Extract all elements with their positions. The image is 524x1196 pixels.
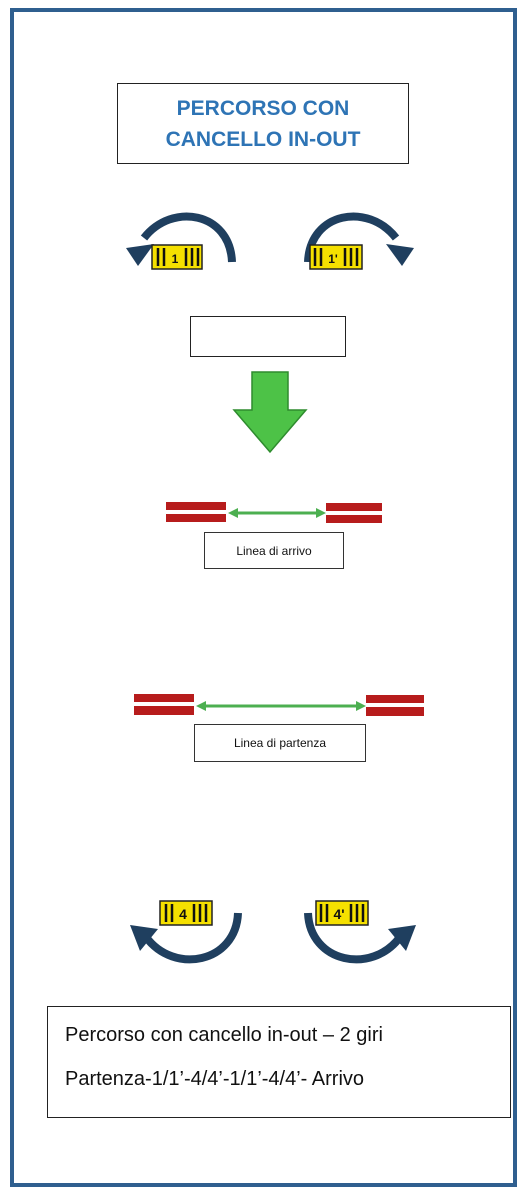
- blank-box: [190, 316, 346, 357]
- arrival-marker-left: [166, 502, 226, 522]
- turn-arrow-head-icon: [386, 244, 414, 266]
- gate-1-prime: 1': [304, 212, 414, 270]
- down-arrow-icon: [232, 371, 308, 454]
- gate-4-prime: 4': [304, 900, 416, 964]
- note-line-1: Percorso con cancello in-out – 2 giri: [65, 1024, 383, 1046]
- start-line: [134, 694, 424, 716]
- note-line-2: Partenza-1/1’-4/4’-1/1’-4/4’- Arrivo: [65, 1068, 365, 1090]
- arrival-line: [166, 502, 382, 523]
- gate-1: 1: [126, 212, 236, 270]
- turn-arrow-head-icon: [388, 925, 416, 951]
- start-line-label: Linea di partenza: [194, 724, 366, 762]
- gate-1-label: 1: [172, 252, 179, 266]
- start-marker-right: [366, 695, 424, 716]
- turn-arrow-head-icon: [130, 925, 158, 951]
- start-marker-left: [134, 694, 194, 715]
- title-box: PERCORSO CON CANCELLO IN-OUT: [117, 83, 409, 164]
- title-line-1: PERCORSO CON: [176, 96, 350, 120]
- page-frame: [10, 8, 517, 1187]
- gate-4-label: 4: [179, 906, 187, 922]
- turn-arrow-head-icon: [126, 244, 154, 266]
- gate-1-prime-label: 1': [328, 252, 338, 266]
- arrival-line-label: Linea di arrivo: [204, 532, 344, 569]
- gate-4-prime-label: 4': [333, 906, 344, 922]
- title-line-2: CANCELLO IN-OUT: [165, 127, 361, 151]
- arrival-marker-right: [326, 503, 382, 523]
- gate-4: 4: [130, 900, 242, 964]
- course-note: Percorso con cancello in-out – 2 giri Pa…: [47, 1006, 511, 1118]
